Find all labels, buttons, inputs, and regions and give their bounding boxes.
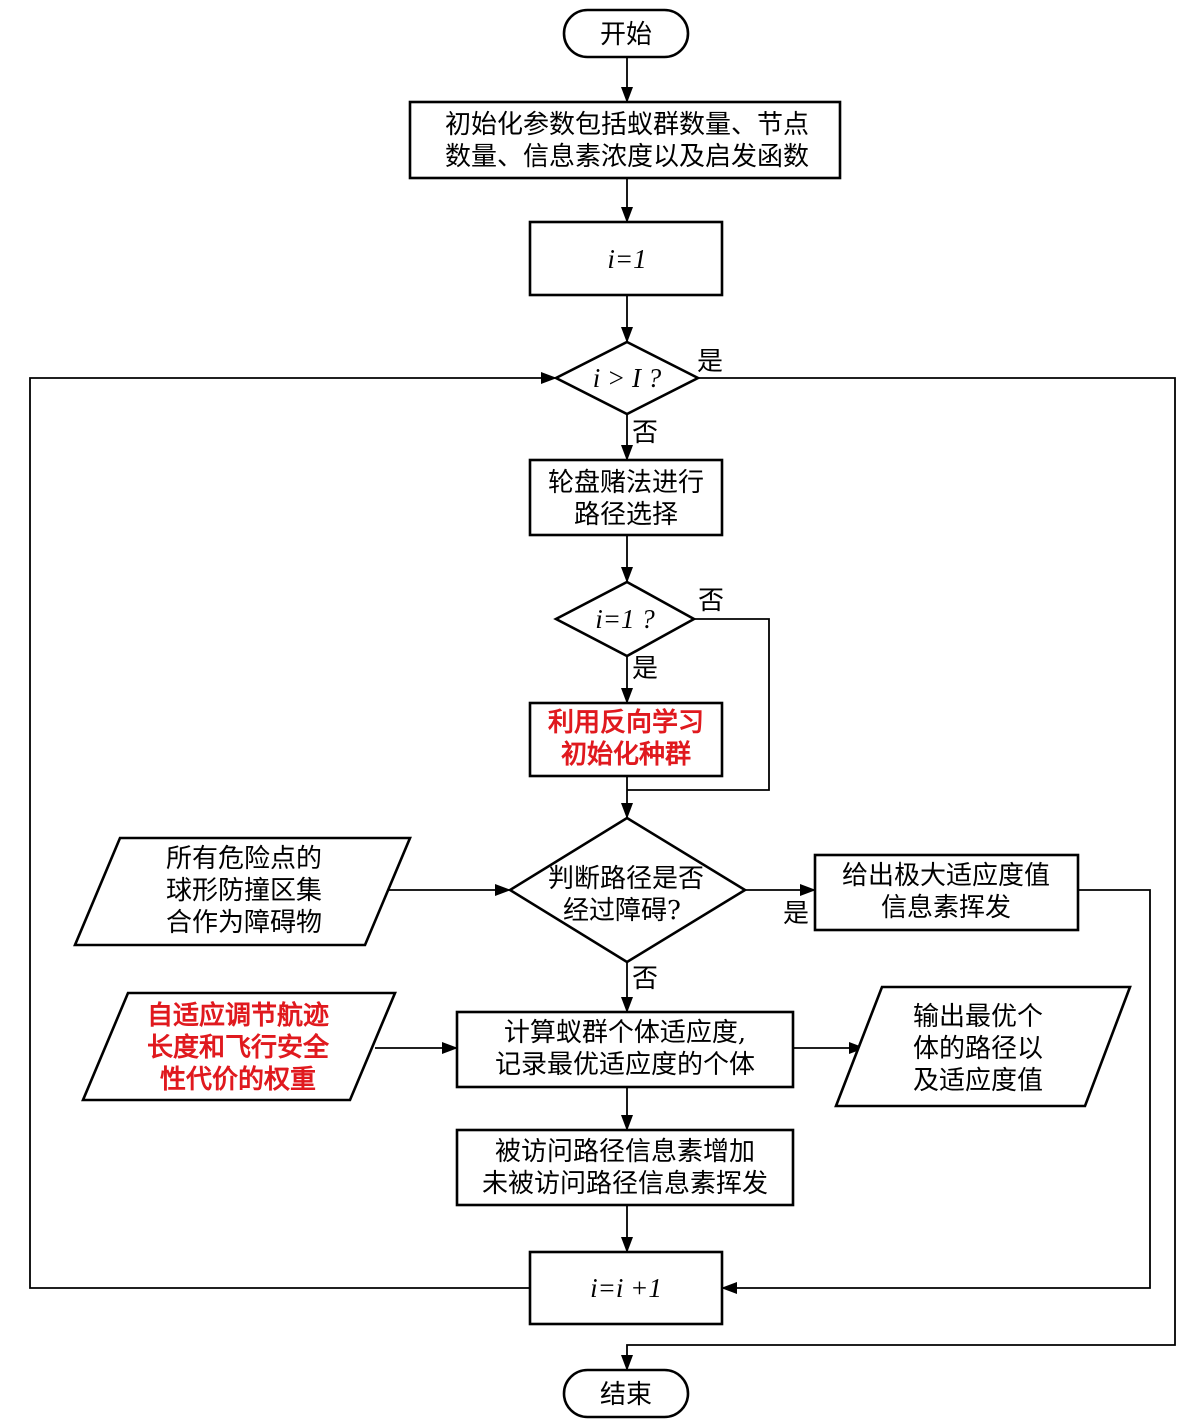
node-labels: 开始 初始化参数包括蚁群数量、节点 数量、信息素浓度以及启发函数 i=1 i >… xyxy=(147,20,1050,1410)
fitness-label-line1: 计算蚁群个体适应度, xyxy=(504,1018,746,1048)
judge-diamond xyxy=(507,816,748,964)
edge-increment-loop-back xyxy=(29,372,557,1289)
edge-label-judge-no: 否 xyxy=(632,964,658,994)
roulette-box xyxy=(528,458,724,537)
increment-label: i=i +1 xyxy=(590,1273,662,1303)
set-i-box xyxy=(528,220,724,297)
start-label: 开始 xyxy=(600,20,652,50)
cond-first-label: i=1 ? xyxy=(595,604,655,634)
output-label-line2: 体的路径以 xyxy=(913,1034,1043,1064)
penalty-label-line1: 给出极大适应度值 xyxy=(842,861,1050,891)
opposition-label-line1: 利用反向学习 xyxy=(548,707,704,738)
edge-labels: 是 否 否 是 是 否 xyxy=(632,347,809,994)
adaptive-label-line2: 长度和飞行安全 xyxy=(147,1032,330,1063)
increment-box xyxy=(528,1250,724,1326)
hazard-label-line2: 球形防撞区集 xyxy=(166,876,322,906)
output-parallelogram xyxy=(834,985,1132,1108)
pheromone-box xyxy=(455,1128,795,1207)
edge-label-judge-yes: 是 xyxy=(783,899,809,929)
init-label-line2: 数量、信息素浓度以及启发函数 xyxy=(445,142,809,172)
roulette-label-line1: 轮盘赌法进行 xyxy=(548,468,704,498)
output-label-line1: 输出最优个 xyxy=(913,1002,1043,1032)
penalty-label-line2: 信息素挥发 xyxy=(881,893,1011,923)
edge-cond-iter-yes-to-end xyxy=(621,377,1176,1371)
hazard-label-line1: 所有危险点的 xyxy=(166,844,322,874)
fitness-label-line2: 记录最优适应度的个体 xyxy=(495,1050,755,1080)
adaptive-parallelogram xyxy=(81,991,397,1102)
end-terminal xyxy=(562,1368,690,1419)
edge-label-iter-yes: 是 xyxy=(697,347,723,377)
roulette-label-line2: 路径选择 xyxy=(574,500,678,530)
cond-iter-diamond xyxy=(553,340,701,416)
edge-penalty-to-increment xyxy=(721,889,1151,1294)
end-label: 结束 xyxy=(600,1380,652,1410)
output-label-line3: 及适应度值 xyxy=(913,1066,1043,1096)
hazard-parallelogram xyxy=(73,836,412,947)
edge-cond-first-no-bypass xyxy=(627,618,770,791)
pheromone-label-line2: 未被访问路径信息素挥发 xyxy=(482,1169,768,1199)
judge-label-line1: 判断路径是否 xyxy=(548,864,704,894)
set-i-label: i=1 xyxy=(607,244,646,274)
adaptive-label-line3: 性代价的权重 xyxy=(160,1064,316,1095)
init-box xyxy=(408,100,842,180)
pheromone-label-line1: 被访问路径信息素增加 xyxy=(495,1137,755,1167)
judge-label-line2: 经过障碍? xyxy=(563,896,681,926)
hazard-label-line3: 合作为障碍物 xyxy=(166,908,322,938)
edge-label-first-no: 否 xyxy=(698,586,724,616)
penalty-box xyxy=(813,853,1080,932)
shapes xyxy=(73,8,1132,1419)
start-terminal xyxy=(562,8,690,59)
opposition-box xyxy=(528,701,724,778)
edge-label-iter-no: 否 xyxy=(632,418,658,448)
cond-first-diamond xyxy=(553,580,697,658)
adaptive-label-line1: 自适应调节航迹 xyxy=(147,1000,329,1031)
init-label-line1: 初始化参数包括蚁群数量、节点 xyxy=(445,110,809,140)
edge-label-first-yes: 是 xyxy=(632,654,658,684)
cond-iter-label: i > I ? xyxy=(593,363,662,393)
opposition-label-line2: 初始化种群 xyxy=(561,740,691,770)
connectors xyxy=(29,57,1176,1371)
fitness-box xyxy=(455,1010,795,1089)
